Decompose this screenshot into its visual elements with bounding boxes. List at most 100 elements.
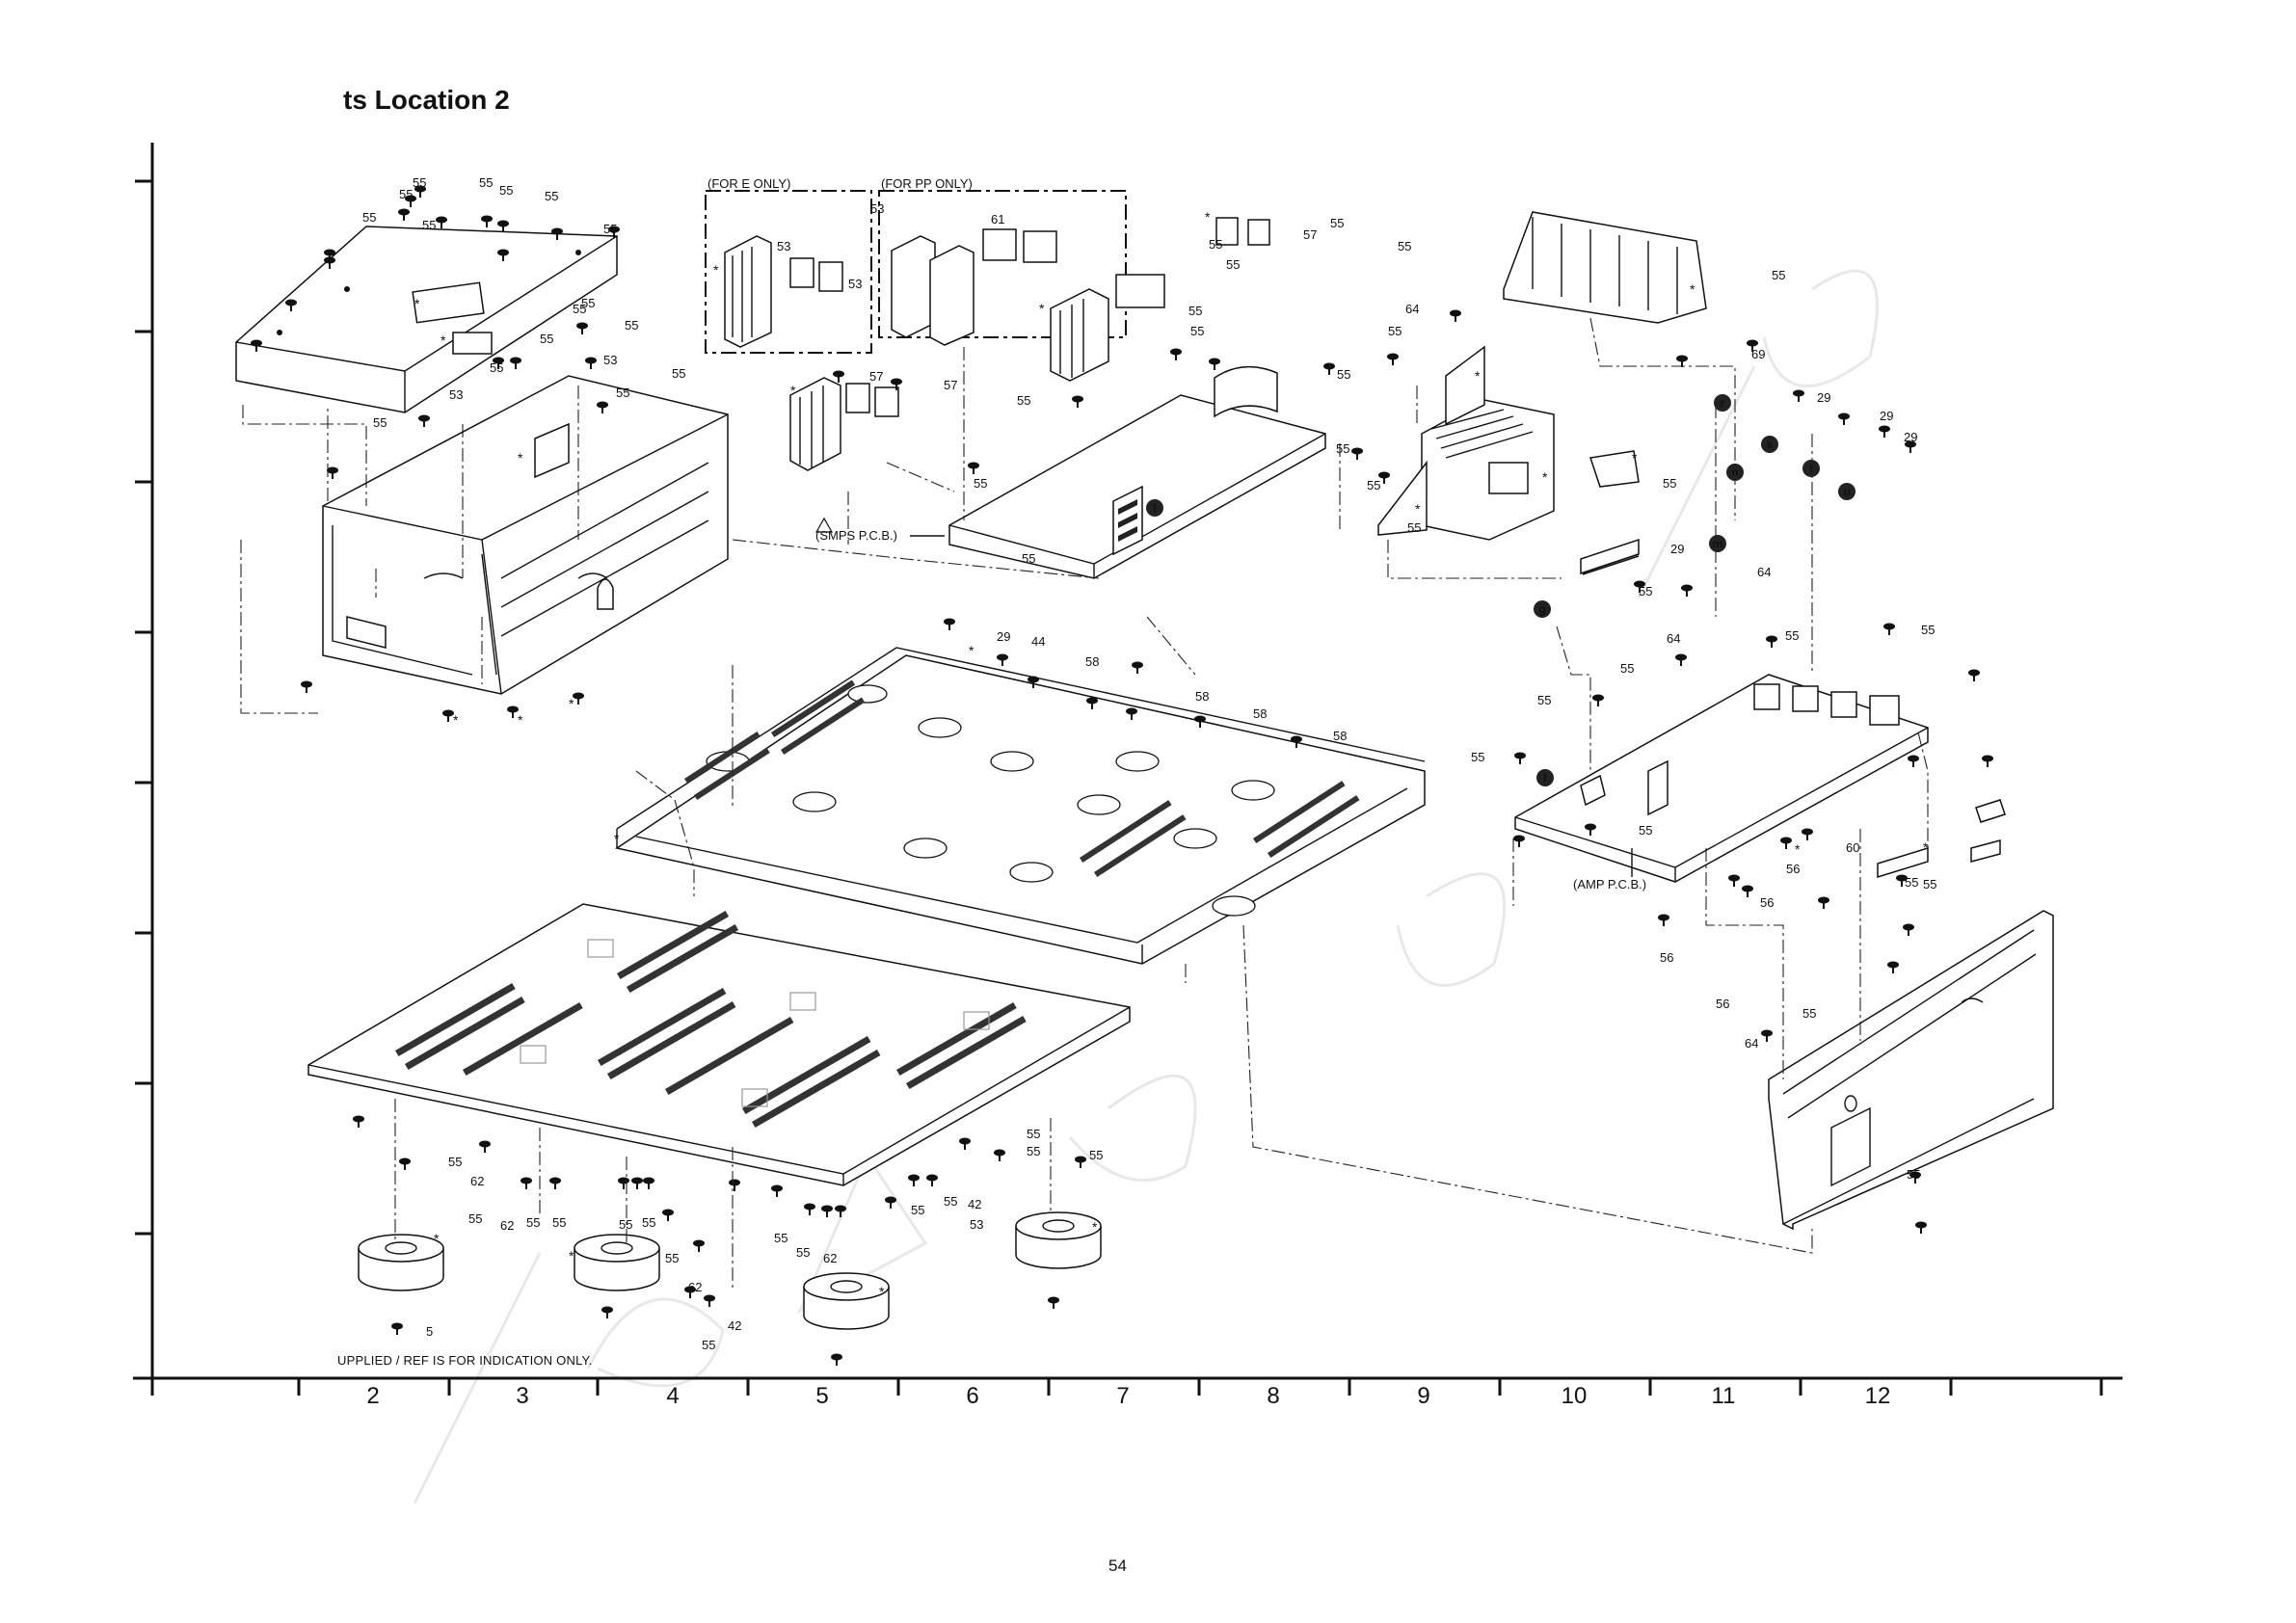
- screw: [1681, 584, 1693, 597]
- screw: [643, 1177, 654, 1189]
- callout-number: 44: [1031, 634, 1045, 649]
- callout-number: 56: [1716, 997, 1729, 1011]
- callout-number: 62: [500, 1218, 514, 1233]
- screw: [405, 195, 416, 207]
- screw: [1747, 339, 1758, 352]
- screw: [1658, 914, 1669, 926]
- footnote: UPPLIED / REF IS FOR INDICATION ONLY.: [337, 1353, 593, 1368]
- callout-number: 29: [1670, 542, 1684, 556]
- screw: [497, 249, 509, 261]
- screw: [479, 1140, 491, 1153]
- callout-number: 55: [1907, 1167, 1920, 1182]
- connector-badge: s: [1761, 436, 1778, 453]
- screw: [1592, 694, 1604, 706]
- grid-label: 12: [1865, 1383, 1891, 1409]
- callout-number: 55: [603, 222, 617, 236]
- box-label-e: (FOR E ONLY): [707, 176, 790, 191]
- screw: [693, 1239, 705, 1252]
- callout-number: 55: [581, 296, 595, 310]
- screw: [414, 185, 426, 198]
- callout-number: 55: [911, 1203, 924, 1217]
- screw: [1676, 355, 1688, 367]
- amp-pcb: (AMP P.C.B.): [1514, 674, 1929, 891]
- callout-number: 55: [545, 189, 558, 203]
- screw: [662, 1209, 674, 1221]
- screw: [1883, 623, 1895, 635]
- screw: [1766, 635, 1777, 648]
- callout-number: 55: [616, 386, 629, 400]
- callout-number: 55: [1772, 268, 1785, 282]
- screw: [1780, 837, 1792, 849]
- screw: [1048, 1296, 1059, 1309]
- screw: [821, 1205, 833, 1217]
- callout-number: 55: [448, 1155, 462, 1169]
- callout-number: 29: [1817, 390, 1830, 405]
- callout-number: 64: [1757, 565, 1771, 579]
- callout-number: 55: [1022, 551, 1035, 566]
- screw: [771, 1184, 783, 1197]
- callout-number: 29: [1904, 430, 1917, 444]
- screw: [391, 1322, 403, 1335]
- callout-number: 58: [1253, 706, 1267, 721]
- screw: [1968, 669, 1980, 681]
- screw: [1634, 580, 1645, 593]
- callout-number: 58: [1085, 654, 1099, 669]
- screw: [804, 1203, 815, 1215]
- callout-number: 55: [373, 415, 387, 430]
- svg-text:*: *: [1632, 450, 1638, 466]
- board-label-smps: (SMPS P.C.B.): [815, 528, 897, 543]
- screw: [729, 1179, 740, 1191]
- screw: [1915, 1221, 1927, 1234]
- callout-number: 55: [1330, 216, 1344, 230]
- screw: [521, 1177, 532, 1189]
- svg-text:*: *: [569, 696, 574, 711]
- callout-number: 55: [1802, 1006, 1816, 1021]
- callout-number: 55: [1027, 1127, 1040, 1141]
- callout-number: 57: [1303, 227, 1317, 242]
- callout-number: 55: [1089, 1148, 1103, 1162]
- grid-label: 10: [1562, 1383, 1588, 1409]
- top-cover-plate: [235, 226, 618, 413]
- screw: [1028, 676, 1039, 688]
- screw: [968, 462, 979, 474]
- callout-number: 55: [1398, 239, 1411, 253]
- callout-number: 64: [1667, 631, 1680, 646]
- screw: [1209, 358, 1220, 370]
- svg-text:*: *: [1475, 368, 1481, 384]
- feet: [358, 1211, 1102, 1330]
- screw: [1086, 697, 1098, 709]
- screw: [285, 299, 297, 311]
- screw: [442, 709, 454, 722]
- svg-text:*: *: [1092, 1219, 1098, 1235]
- screw: [833, 370, 844, 383]
- callout-number: 55: [1388, 324, 1402, 338]
- screw: [1908, 755, 1919, 767]
- screw: [576, 322, 588, 334]
- screw: [1126, 707, 1137, 720]
- screw: [327, 466, 338, 479]
- callout-number: 55: [974, 476, 987, 491]
- callout-number: 42: [728, 1318, 741, 1333]
- screw: [994, 1149, 1005, 1161]
- svg-text:u: u: [1843, 485, 1850, 498]
- callout-number: 55: [625, 318, 638, 333]
- screw: [551, 227, 563, 240]
- screw: [1675, 653, 1687, 666]
- screw: [1761, 1029, 1773, 1042]
- foot: [358, 1234, 444, 1291]
- screw: [573, 692, 584, 705]
- callout-number: 55: [1537, 693, 1551, 707]
- callout-number: 57: [944, 378, 957, 392]
- grid-label: 2: [366, 1383, 379, 1409]
- callout-number: 57: [869, 369, 883, 384]
- screw: [1194, 715, 1206, 728]
- callout-number: 58: [1195, 689, 1209, 704]
- callout-number: 55: [1471, 750, 1484, 764]
- svg-text:*: *: [441, 333, 446, 348]
- callout-number: 55: [1923, 877, 1936, 891]
- svg-text:l: l: [1543, 771, 1546, 785]
- callout-number: 55: [1190, 324, 1204, 338]
- svg-text:*: *: [790, 383, 796, 398]
- callout-number: 55: [526, 1215, 540, 1230]
